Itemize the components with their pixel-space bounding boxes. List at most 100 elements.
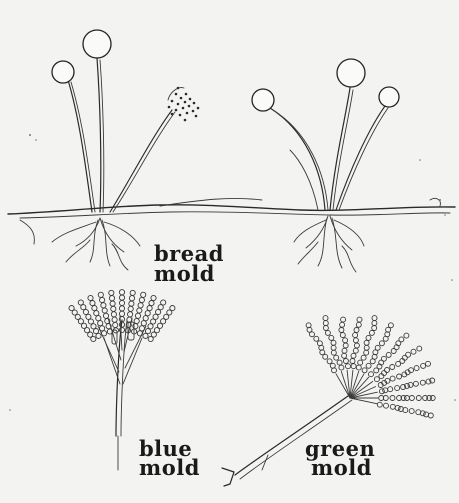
sporangiophore: [339, 108, 388, 210]
conidium: [409, 409, 414, 414]
conidium: [390, 396, 395, 401]
sporangiophore: [97, 58, 101, 212]
conidium: [383, 388, 388, 393]
conidium: [421, 363, 426, 368]
conidium: [420, 411, 425, 416]
conidium: [416, 396, 421, 401]
conidium: [340, 322, 345, 327]
penicillus-branches: [336, 370, 378, 404]
conidium: [379, 389, 384, 394]
conidium: [354, 343, 359, 348]
conidium: [343, 338, 348, 343]
conidium: [119, 311, 124, 316]
conidium: [314, 336, 319, 341]
conidium: [138, 303, 143, 308]
conidium: [406, 352, 411, 357]
conidium: [361, 355, 366, 360]
conidium: [350, 359, 355, 364]
conidium: [145, 311, 150, 316]
conidium: [102, 308, 107, 313]
conidium: [428, 413, 433, 418]
conidium: [69, 306, 74, 311]
conidium: [128, 312, 133, 317]
conidium: [417, 346, 422, 351]
conidium: [83, 309, 88, 314]
conidium: [409, 396, 414, 401]
conidium: [317, 341, 322, 346]
conidium: [385, 368, 390, 373]
conidium: [130, 290, 135, 295]
conidium: [100, 326, 105, 331]
conidium: [390, 404, 395, 409]
sporangiophore: [68, 80, 92, 212]
conidium: [119, 306, 124, 311]
conidium: [372, 326, 377, 331]
conidium: [341, 317, 346, 322]
conidium: [334, 355, 339, 360]
stolon: [430, 198, 440, 206]
conidium: [331, 340, 336, 345]
conidium: [103, 313, 108, 318]
conidium: [149, 301, 154, 306]
conidium: [151, 295, 156, 300]
conidium: [414, 366, 419, 371]
conidium: [143, 333, 148, 338]
conidium: [323, 326, 328, 331]
conidium: [90, 301, 95, 306]
conidium: [109, 290, 114, 295]
conidium: [353, 333, 358, 338]
stolon: [20, 220, 34, 244]
green-mold-label-line2: mold: [311, 458, 372, 478]
conidium: [113, 322, 118, 327]
conidium: [351, 364, 356, 369]
conidium: [156, 309, 161, 314]
conidium: [323, 321, 328, 326]
conidium: [94, 311, 99, 316]
conidium: [119, 327, 124, 332]
conidium: [128, 306, 133, 311]
paper-specks: [9, 134, 456, 411]
conidium: [377, 402, 382, 407]
conidium: [137, 331, 142, 336]
conidium: [364, 345, 369, 350]
conidium: [141, 321, 146, 326]
conidium: [379, 341, 384, 346]
stolon-line-lower: [20, 212, 450, 218]
conidium: [153, 314, 158, 319]
conidium: [148, 324, 153, 329]
conidium: [364, 340, 369, 345]
conidium: [111, 306, 116, 311]
conidium: [170, 306, 175, 311]
conidium: [100, 297, 105, 302]
conidium: [119, 300, 124, 305]
conidium: [390, 365, 395, 370]
conidium: [88, 295, 93, 300]
conidium: [110, 301, 115, 306]
conidium: [342, 348, 347, 353]
conidiophore-stalk: [121, 320, 127, 436]
conidium: [420, 380, 425, 385]
conidium: [354, 328, 359, 333]
conidium: [395, 386, 400, 391]
conidium: [323, 354, 328, 359]
conidium: [111, 312, 116, 317]
conidium: [356, 365, 361, 370]
conidium: [362, 368, 367, 373]
conidium: [388, 323, 393, 328]
rhizoids: [52, 218, 140, 270]
conidium: [424, 412, 429, 417]
conidium: [145, 329, 150, 334]
conidium: [86, 314, 91, 319]
conidium: [92, 306, 97, 311]
conidium: [340, 333, 345, 338]
sporangium: [252, 89, 274, 111]
conidium: [329, 335, 334, 340]
conidium: [109, 296, 114, 301]
conidium: [325, 330, 330, 335]
sporangium: [52, 61, 74, 83]
conidia-chains: [69, 290, 175, 342]
metulae: [98, 316, 146, 384]
conidium: [372, 321, 377, 326]
conidium: [353, 348, 358, 353]
